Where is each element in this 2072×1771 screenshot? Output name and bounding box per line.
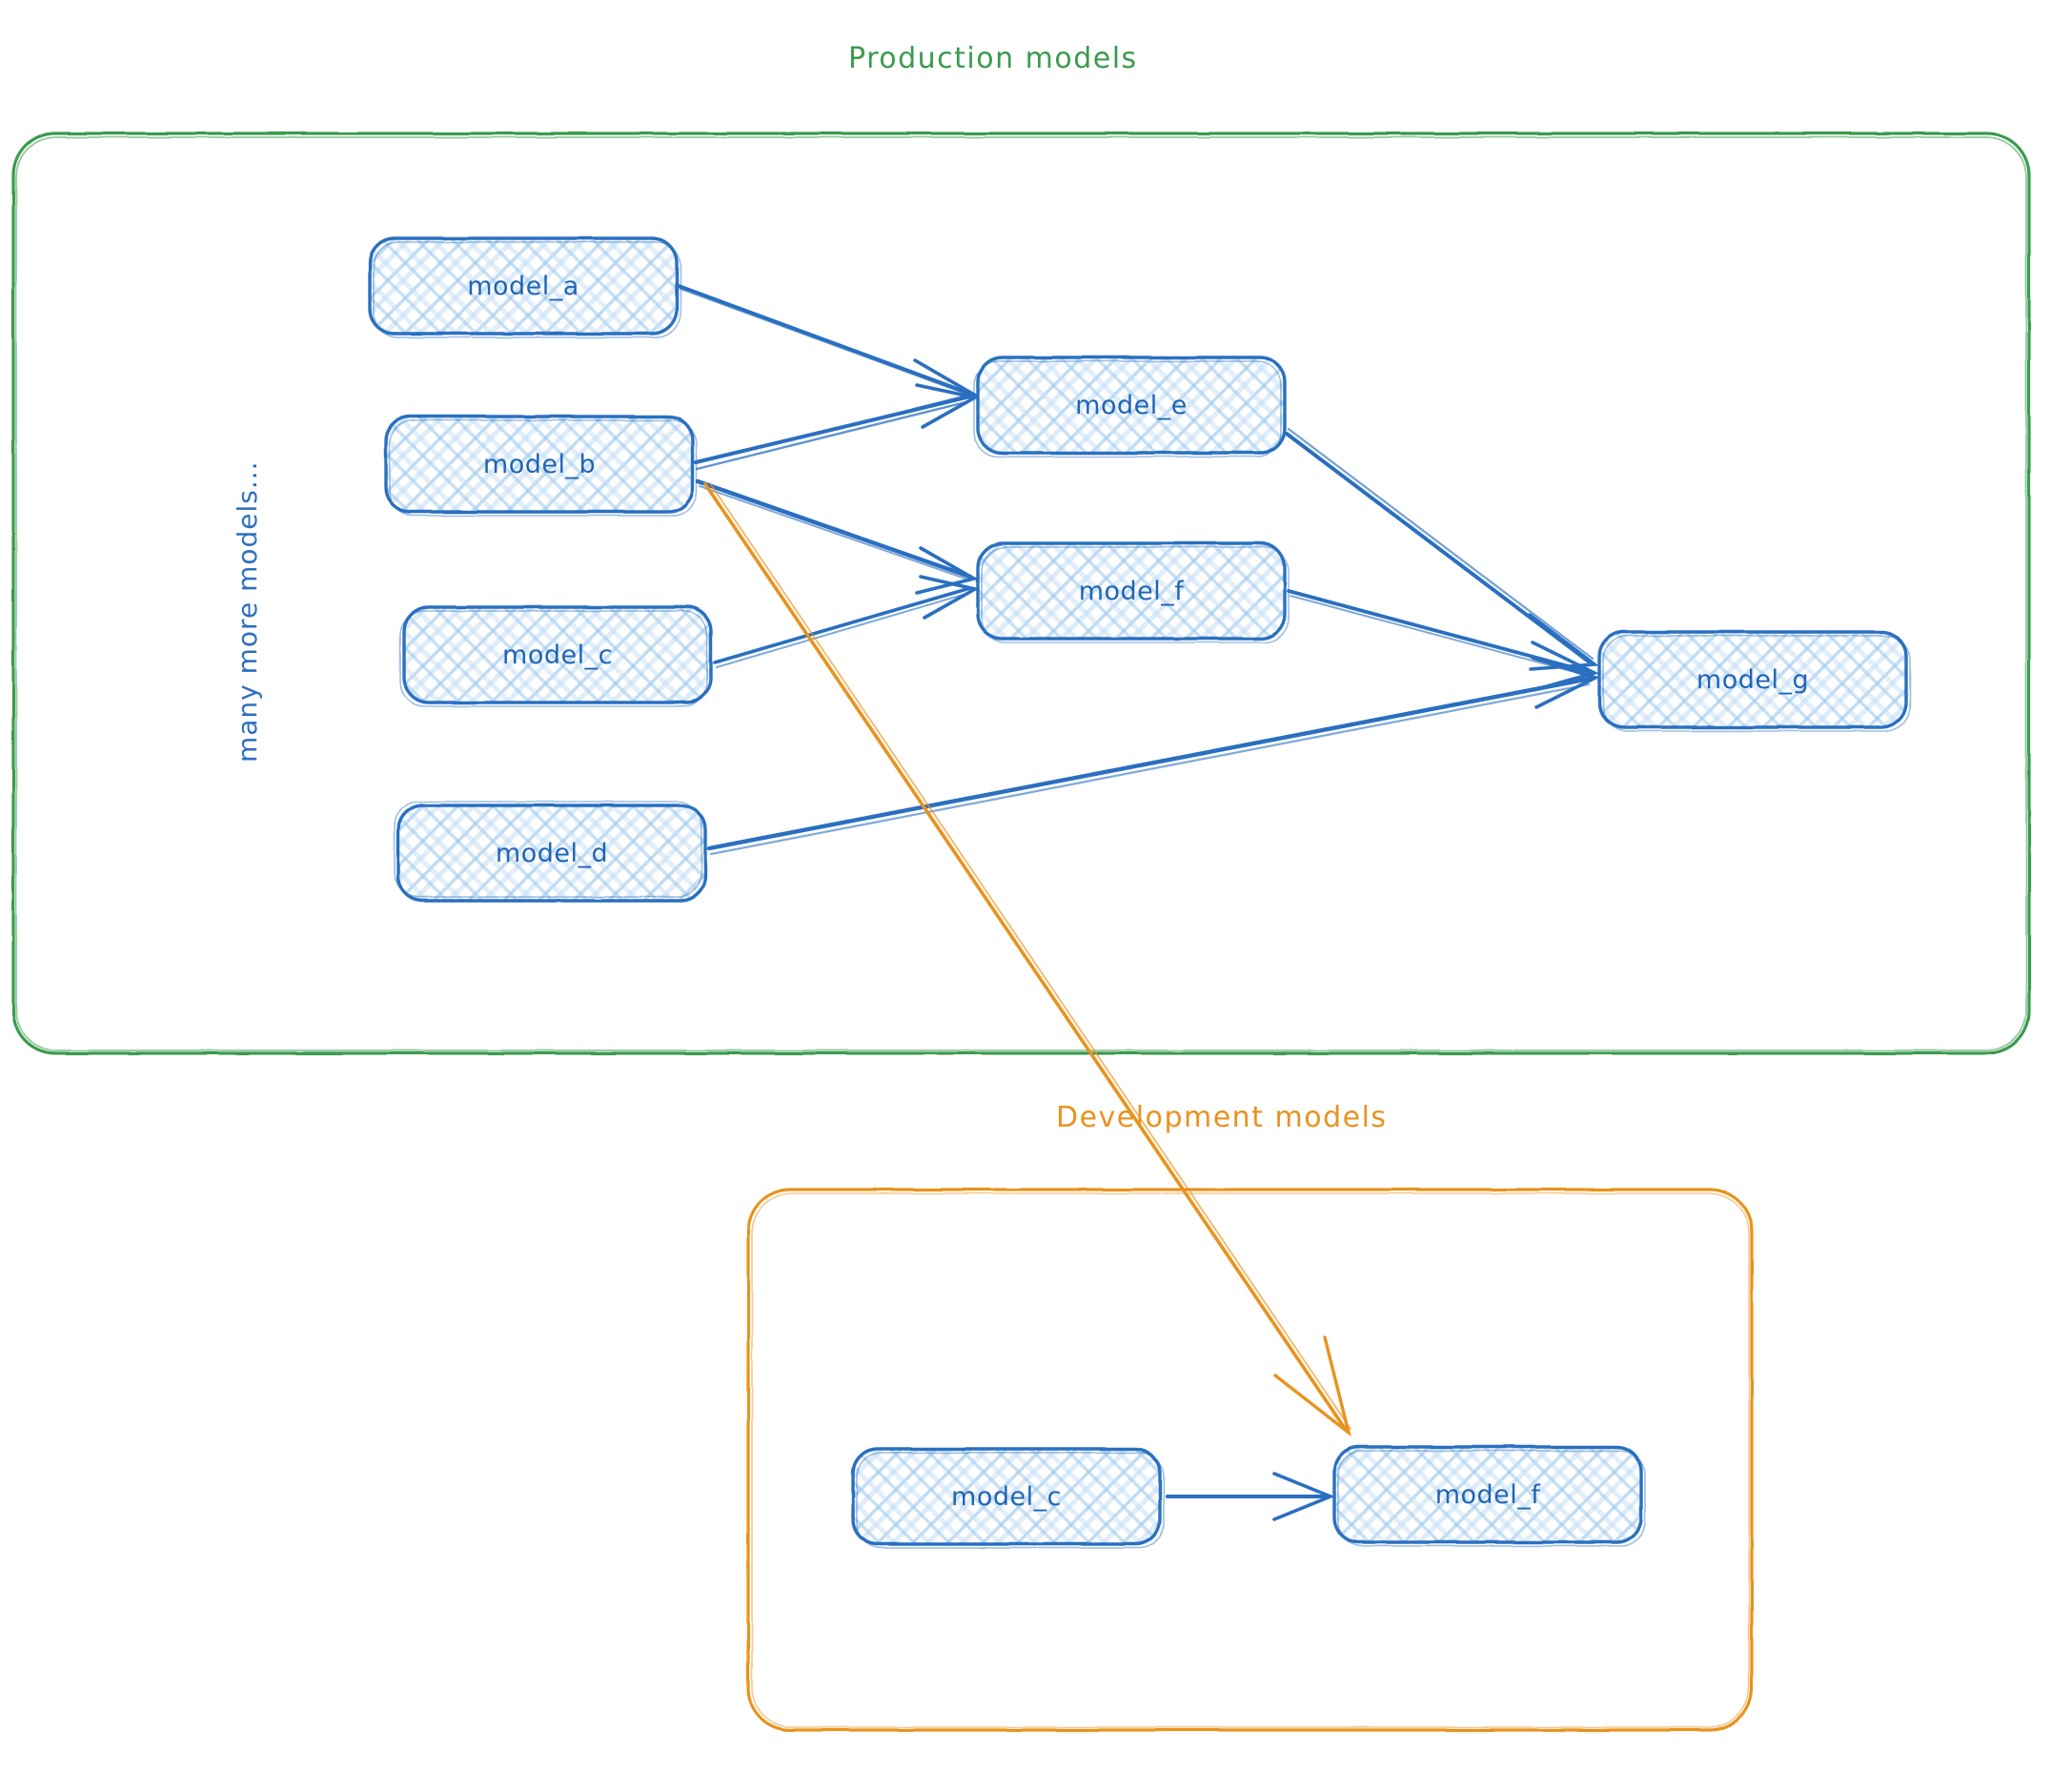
group-development-border	[746, 1188, 1754, 1732]
node-prod-model-a[interactable]	[368, 236, 681, 338]
edge-model-f-to-model-g	[1287, 589, 1600, 692]
edge-model-b-to-model-f	[695, 478, 979, 595]
node-prod-model-b[interactable]	[384, 415, 698, 517]
edge-model-d-to-model-g	[706, 656, 1600, 856]
node-prod-model-d[interactable]	[394, 801, 707, 903]
node-dev-model-f[interactable]	[1332, 1445, 1646, 1547]
edge-model-c-to-model-f	[713, 575, 980, 668]
edge-model-a-to-model-e	[677, 284, 979, 412]
edge-model-e-to-model-g	[1285, 427, 1599, 671]
node-prod-model-e[interactable]	[973, 356, 1287, 458]
node-prod-model-f[interactable]	[976, 541, 1290, 643]
edges-layer	[677, 284, 1600, 1521]
group-title-development: Development models	[1056, 1101, 1388, 1134]
annotation-many-more-models: many more models...	[232, 460, 263, 763]
edge-model-b-to-dev-model-f	[703, 482, 1351, 1437]
edge-model-b-to-model-e	[694, 383, 981, 471]
group-title-production: Production models	[848, 42, 1138, 75]
node-prod-model-c[interactable]	[399, 605, 713, 707]
group-production-border	[11, 132, 2031, 1055]
node-dev-model-c[interactable]	[851, 1447, 1165, 1549]
node-prod-model-g[interactable]	[1597, 630, 1911, 732]
nodes-layer	[368, 236, 1911, 1549]
edge-dev-model-c-to-dev-model-f	[1166, 1472, 1335, 1521]
